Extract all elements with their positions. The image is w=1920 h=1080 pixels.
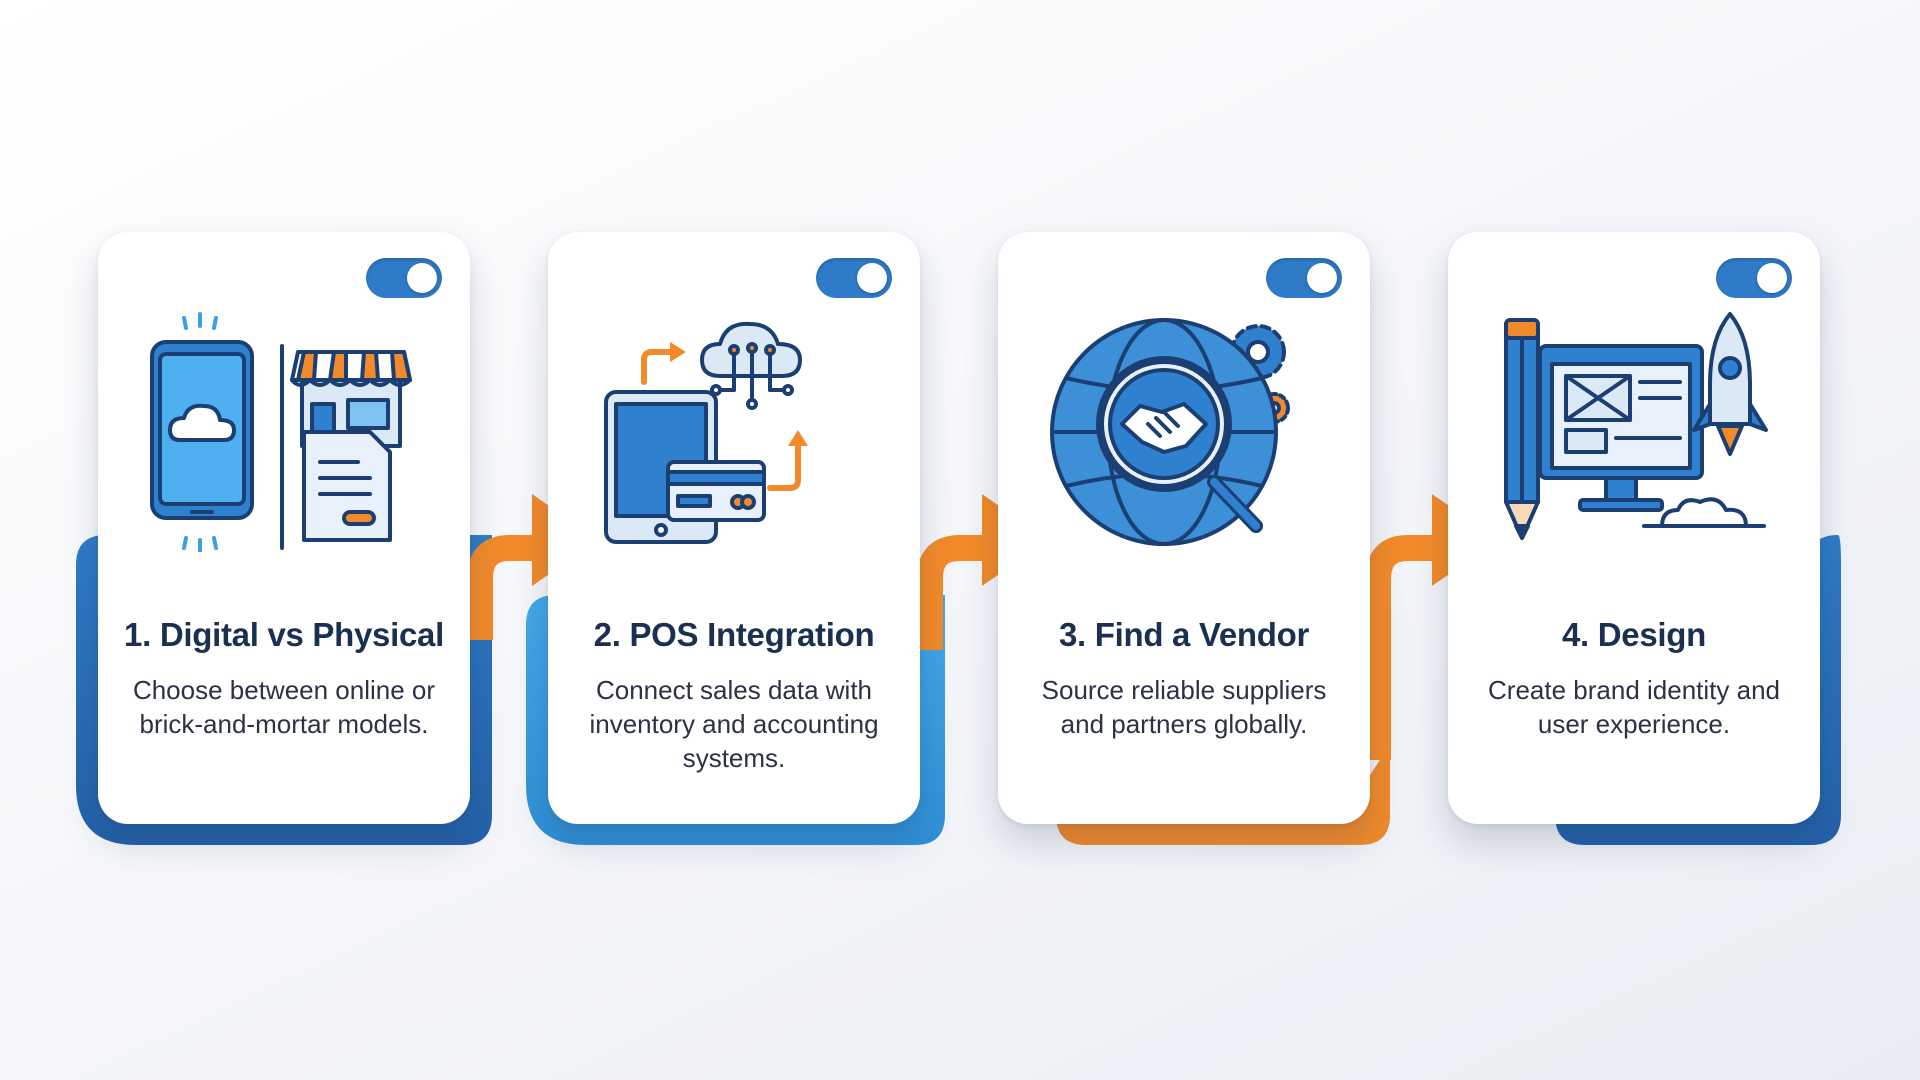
step-2-title: 2. POS Integration bbox=[593, 616, 875, 653]
tablet-card-cloud-icon bbox=[604, 321, 808, 544]
step-4-toggle[interactable] bbox=[1716, 258, 1792, 298]
connector-2-3 bbox=[917, 535, 990, 650]
step-card-1: 1. Digital vs Physical Choose between on… bbox=[98, 232, 470, 824]
connector-1-2 bbox=[467, 535, 540, 640]
step-1-description: Choose between online or brick-and-morta… bbox=[132, 675, 436, 739]
step-card-2: 2. POS Integration Connect sales data wi… bbox=[548, 232, 920, 824]
globe-handshake-magnifier-icon bbox=[1050, 318, 1290, 546]
step-3-description: Source reliable suppliers and partners g… bbox=[1041, 675, 1327, 739]
phone-cloud-storefront-icon bbox=[150, 312, 412, 552]
step-card-3: 3. Find a Vendor Source reliable supplie… bbox=[998, 232, 1370, 824]
step-card-4: 4. Design Create brand identity and user… bbox=[1448, 232, 1820, 824]
step-1-toggle[interactable] bbox=[366, 258, 442, 298]
toggle-knob bbox=[407, 263, 437, 293]
step-1-title: 1. Digital vs Physical bbox=[124, 616, 444, 653]
pencil-monitor-rocket-icon bbox=[1504, 312, 1768, 540]
step-4-description: Create brand identity and user experienc… bbox=[1488, 675, 1780, 739]
step-4-title: 4. Design bbox=[1561, 616, 1706, 653]
toggle-knob bbox=[857, 263, 887, 293]
connector-3-4 bbox=[1365, 535, 1440, 760]
step-2-description: Connect sales data with inventory and ac… bbox=[589, 675, 879, 773]
step-3-title: 3. Find a Vendor bbox=[1058, 616, 1310, 653]
toggle-knob bbox=[1307, 263, 1337, 293]
step-2-toggle[interactable] bbox=[816, 258, 892, 298]
toggle-knob bbox=[1757, 263, 1787, 293]
step-3-toggle[interactable] bbox=[1266, 258, 1342, 298]
